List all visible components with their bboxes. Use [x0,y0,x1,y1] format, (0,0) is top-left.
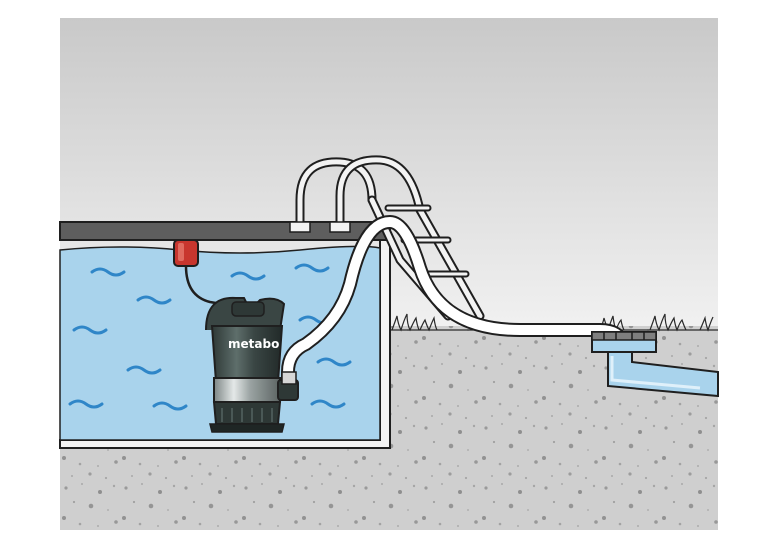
water-waves [68,263,352,411]
float-switch-icon [173,239,199,267]
drain-icon [591,331,719,398]
pump-brand-label: metabo [228,337,279,351]
submersible-pump-icon: metabo [205,296,299,433]
discharge-hose-inner [283,216,627,393]
